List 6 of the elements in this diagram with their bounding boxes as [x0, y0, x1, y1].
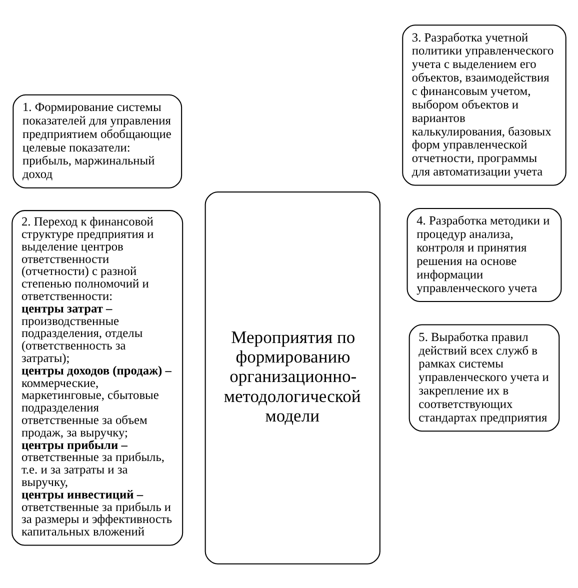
node-box: Мероприятия по формированию организационно-методологической модели — [204, 190, 380, 564]
node-box: 2. Переход к финансовой структуре предприятия и выделение центров ответственности (отчетности) с разной степенью полномочий и ответственности: центры затрат – производственные подразделения, отделы (ответственность за затраты); центры доходов (продаж) – коммерческие, маркетинговые, сбытовые подразделения ответственные за объем продаж, за выручку; центры прибыли – ответственные за прибыль, т.е. и за затраты и за выручку, центры инвестиций – ответственные за прибыль и за размеры и эффективность капитальных вложений — [12, 210, 184, 546]
node-box: 1. Формирование системы показателей для управления предприятием обобщающие целевые показатели: прибыль, маржинальный доход — [12, 94, 182, 188]
node-box: 4. Разработка методики и процедур анализа, контроля и принятия решения на основе информации управленческого учета — [406, 207, 562, 302]
node-box: 3. Разработка учетной политики управленческого учета с выделением его объектов, взаимодействия с финансовым учетом, выбором объектов и вариантов калькулирования, базовых форм управленческой отчетности, программы для автоматизации учета — [402, 24, 566, 186]
node-box: 5. Выработка правил действий всех служб в рамках системы управленческого учета и закрепление их в соответствующих стандартах предприятия — [408, 324, 560, 432]
